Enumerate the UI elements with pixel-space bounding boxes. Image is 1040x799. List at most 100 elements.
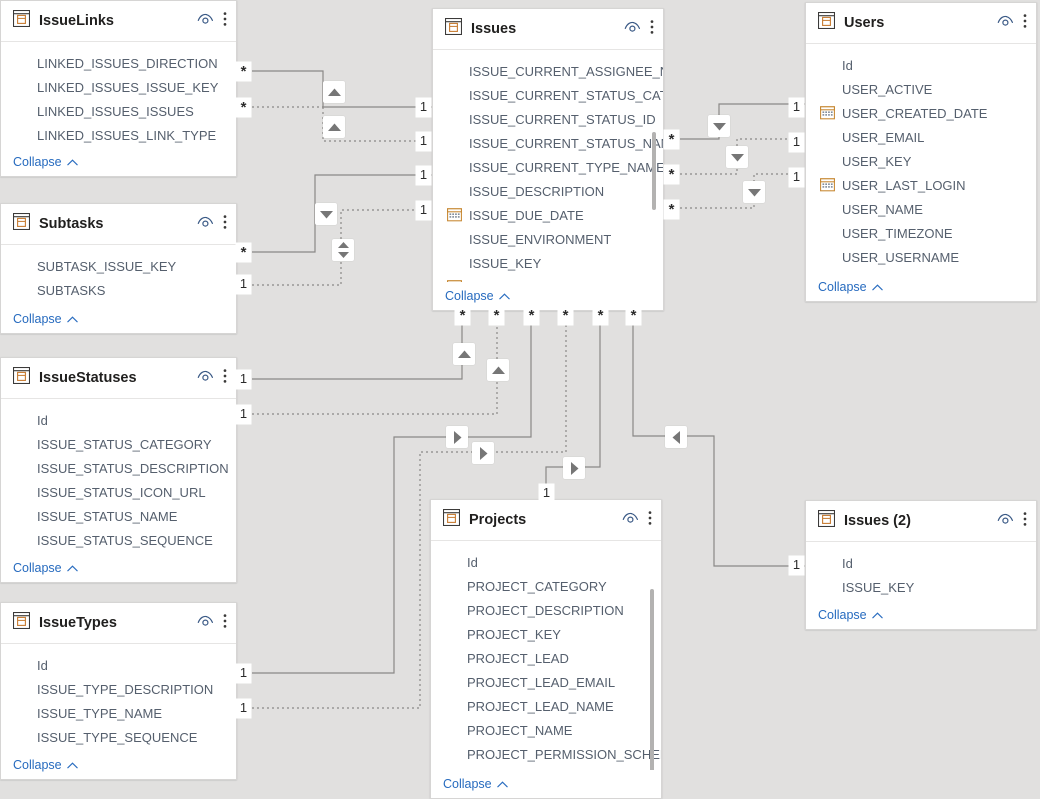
- field-row-users-2[interactable]: USER_CREATED_DATE: [806, 101, 1036, 125]
- field-row-issuestatuses-1[interactable]: ISSUE_STATUS_CATEGORY: [1, 432, 236, 456]
- collapse-button[interactable]: Collapse: [445, 289, 510, 303]
- field-row-projects-8[interactable]: PROJECT_PERMISSION_SCHEM...: [431, 742, 661, 766]
- hide-eye-icon[interactable]: [997, 512, 1014, 530]
- field-row-issuestatuses-2[interactable]: ISSUE_STATUS_DESCRIPTION: [1, 456, 236, 480]
- collapse-button[interactable]: Collapse: [13, 312, 78, 326]
- table-card-header[interactable]: Projects: [431, 500, 661, 541]
- table-field-list[interactable]: Id ISSUE_KEY: [806, 542, 1036, 601]
- field-row-projects-4[interactable]: PROJECT_LEAD: [431, 646, 661, 670]
- field-row-issues-3[interactable]: ISSUE_CURRENT_STATUS_NAME: [433, 131, 663, 155]
- table-field-list[interactable]: ISSUE_CURRENT_ASSIGNEE_N... ISSUE_CURREN…: [433, 50, 663, 282]
- hide-eye-icon[interactable]: [624, 20, 641, 38]
- field-row-users-1[interactable]: USER_ACTIVE: [806, 77, 1036, 101]
- field-row-issuetypes-0[interactable]: Id: [1, 653, 236, 677]
- collapse-button[interactable]: Collapse: [443, 777, 508, 791]
- field-row-issues-6[interactable]: ISSUE_DUE_DATE: [433, 203, 663, 227]
- hide-eye-icon[interactable]: [997, 14, 1014, 32]
- vertical-scrollbar[interactable]: [652, 132, 656, 210]
- cross-filter-direction-down-icon[interactable]: [743, 181, 765, 203]
- more-options-icon[interactable]: [1023, 511, 1027, 532]
- field-row-subtasks-1[interactable]: SUBTASKS: [1, 278, 236, 302]
- field-row-issues2-0[interactable]: Id: [806, 551, 1036, 575]
- table-card-issues[interactable]: Issues: [432, 8, 664, 311]
- field-row-issuestatuses-4[interactable]: ISSUE_STATUS_NAME: [1, 504, 236, 528]
- field-row-projects-2[interactable]: PROJECT_DESCRIPTION: [431, 598, 661, 622]
- cross-filter-direction-left-icon[interactable]: [665, 426, 687, 448]
- cross-filter-direction-right-icon[interactable]: [472, 442, 494, 464]
- table-card-header[interactable]: IssueTypes: [1, 603, 236, 644]
- field-row-projects-0[interactable]: Id: [431, 550, 661, 574]
- field-row-issues-8[interactable]: ISSUE_KEY: [433, 251, 663, 275]
- field-row-issuetypes-3[interactable]: ISSUE_TYPE_SEQUENCE: [1, 725, 236, 749]
- collapse-button[interactable]: Collapse: [13, 758, 78, 772]
- field-row-issues2-1[interactable]: ISSUE_KEY: [806, 575, 1036, 599]
- field-row-users-4[interactable]: USER_KEY: [806, 149, 1036, 173]
- field-row-users-0[interactable]: Id: [806, 53, 1036, 77]
- more-options-icon[interactable]: [650, 19, 654, 40]
- collapse-button[interactable]: Collapse: [818, 280, 883, 294]
- hide-eye-icon[interactable]: [197, 12, 214, 30]
- more-options-icon[interactable]: [223, 613, 227, 634]
- cross-filter-direction-up-icon[interactable]: [323, 81, 345, 103]
- vertical-scrollbar[interactable]: [650, 589, 654, 770]
- field-row-subtasks-0[interactable]: SUBTASK_ISSUE_KEY: [1, 254, 236, 278]
- field-row-users-7[interactable]: USER_TIMEZONE: [806, 221, 1036, 245]
- field-row-issuelinks-2[interactable]: LINKED_ISSUES_ISSUES: [1, 99, 236, 123]
- hide-eye-icon[interactable]: [197, 215, 214, 233]
- cross-filter-direction-down-icon[interactable]: [315, 203, 337, 225]
- field-row-projects-3[interactable]: PROJECT_KEY: [431, 622, 661, 646]
- field-row-issues-4[interactable]: ISSUE_CURRENT_TYPE_NAME: [433, 155, 663, 179]
- cross-filter-direction-right-icon[interactable]: [563, 457, 585, 479]
- cross-filter-direction-up-icon[interactable]: [453, 343, 475, 365]
- more-options-icon[interactable]: [223, 214, 227, 235]
- field-row-issuelinks-1[interactable]: LINKED_ISSUES_ISSUE_KEY: [1, 75, 236, 99]
- cross-filter-direction-right-icon[interactable]: [446, 426, 468, 448]
- field-row-issues-7[interactable]: ISSUE_ENVIRONMENT: [433, 227, 663, 251]
- table-card-users[interactable]: Users: [805, 2, 1037, 302]
- hide-eye-icon[interactable]: [197, 369, 214, 387]
- field-row-users-5[interactable]: USER_LAST_LOGIN: [806, 173, 1036, 197]
- field-row-issuelinks-0[interactable]: LINKED_ISSUES_DIRECTION: [1, 51, 236, 75]
- cross-filter-direction-up-icon[interactable]: [323, 116, 345, 138]
- table-card-issuestatuses[interactable]: IssueStatuses: [0, 357, 237, 583]
- field-row-projects-6[interactable]: PROJECT_LEAD_NAME: [431, 694, 661, 718]
- hide-eye-icon[interactable]: [197, 614, 214, 632]
- table-card-issuetypes[interactable]: IssueTypes: [0, 602, 237, 780]
- field-row-users-3[interactable]: USER_EMAIL: [806, 125, 1036, 149]
- field-row-issues-9[interactable]: ISSUE_LAST_VIEWED: [433, 275, 663, 282]
- field-row-issuetypes-1[interactable]: ISSUE_TYPE_DESCRIPTION: [1, 677, 236, 701]
- table-card-header[interactable]: IssueStatuses: [1, 358, 236, 399]
- field-row-projects-7[interactable]: PROJECT_NAME: [431, 718, 661, 742]
- cross-filter-direction-down-icon[interactable]: [726, 146, 748, 168]
- table-field-list[interactable]: Id ISSUE_STATUS_CATEGORY ISSUE_STATUS_DE…: [1, 399, 236, 554]
- more-options-icon[interactable]: [1023, 13, 1027, 34]
- table-card-issuelinks[interactable]: IssueLinks: [0, 0, 237, 177]
- table-card-header[interactable]: IssueLinks: [1, 1, 236, 42]
- collapse-button[interactable]: Collapse: [818, 608, 883, 622]
- field-row-issuestatuses-5[interactable]: ISSUE_STATUS_SEQUENCE: [1, 528, 236, 552]
- more-options-icon[interactable]: [648, 510, 652, 531]
- field-row-users-8[interactable]: USER_USERNAME: [806, 245, 1036, 269]
- table-card-header[interactable]: Issues: [433, 9, 663, 50]
- more-options-icon[interactable]: [223, 11, 227, 32]
- cross-filter-direction-down-icon[interactable]: [708, 115, 730, 137]
- field-row-issues-5[interactable]: ISSUE_DESCRIPTION: [433, 179, 663, 203]
- table-field-list[interactable]: Id PROJECT_CATEGORY PROJECT_DESCRIPTION …: [431, 541, 661, 770]
- table-card-header[interactable]: Users: [806, 3, 1036, 44]
- table-field-list[interactable]: LINKED_ISSUES_DIRECTION LINKED_ISSUES_IS…: [1, 42, 236, 148]
- cross-filter-direction-up-icon[interactable]: [487, 359, 509, 381]
- cross-filter-direction-both-icon[interactable]: [332, 239, 354, 261]
- field-row-projects-5[interactable]: PROJECT_LEAD_EMAIL: [431, 670, 661, 694]
- table-card-header[interactable]: Subtasks: [1, 204, 236, 245]
- field-row-issues-1[interactable]: ISSUE_CURRENT_STATUS_CATE...: [433, 83, 663, 107]
- field-row-issues-2[interactable]: ISSUE_CURRENT_STATUS_ID: [433, 107, 663, 131]
- table-field-list[interactable]: Id ISSUE_TYPE_DESCRIPTION ISSUE_TYPE_NAM…: [1, 644, 236, 751]
- field-row-projects-1[interactable]: PROJECT_CATEGORY: [431, 574, 661, 598]
- collapse-button[interactable]: Collapse: [13, 561, 78, 575]
- field-row-issuelinks-3[interactable]: LINKED_ISSUES_LINK_TYPE: [1, 123, 236, 147]
- table-field-list[interactable]: Id USER_ACTIVE USER_CREATED_DATE USER_EM…: [806, 44, 1036, 273]
- table-field-list[interactable]: SUBTASK_ISSUE_KEY SUBTASKS: [1, 245, 236, 305]
- field-row-issuestatuses-0[interactable]: Id: [1, 408, 236, 432]
- field-row-issuetypes-2[interactable]: ISSUE_TYPE_NAME: [1, 701, 236, 725]
